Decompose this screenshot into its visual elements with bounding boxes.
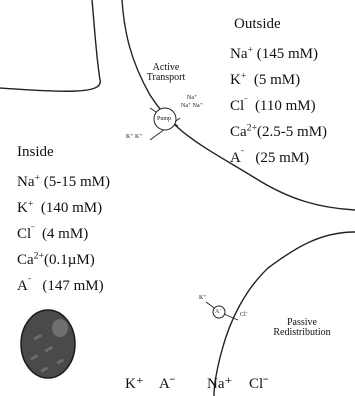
pump-na-out-2: Na⁺ Na⁺ [181,103,203,109]
inside-ion-ca: Ca2+(0.1µM) [17,253,95,268]
inside-ion-cl: Clˉ (4 mM) [17,227,88,242]
inside-title: Inside [17,145,54,160]
nucleus [21,310,75,378]
bottom-a: Aˉ [159,377,175,392]
bottom-cl: Clˉ [249,377,268,392]
outside-ion-ca: Ca2+(2.5-5 mM) [230,125,327,140]
outside-ion-na: Na+ (145 mM) [230,47,318,62]
outside-ion-cl: Clˉ (110 mM) [230,99,316,114]
passive-k-label: K⁺ [199,295,207,301]
inside-ion-a: Aˉ (147 mM) [17,279,104,294]
outside-title: Outside [234,17,281,32]
inside-ion-na: Na+ (5-15 mM) [17,175,110,190]
passive-channel-label: Aˉ [215,309,221,315]
inside-ion-k: K+ (140 mM) [17,201,102,216]
outside-ion-a: Aˉ (25 mM) [230,151,309,166]
pump-label: Pump [157,116,171,122]
bottom-na: Na⁺ [207,377,232,392]
outside-ion-k: K+ (5 mM) [230,73,300,88]
active-transport-title: Active Transport [136,63,196,83]
pump-k-in: K⁺ K⁺ [126,134,143,140]
cell-membrane-left [0,0,100,91]
nucleolus [52,319,68,337]
passive-redistribution-title: Passive Redistribution [262,318,342,338]
pump-na-out-1: Na⁺ [187,95,197,101]
cell-membrane-axon [214,232,355,396]
bottom-k: K⁺ [125,377,144,392]
passive-arrow-cl [224,314,238,320]
passive-cl-label: Clˉ [240,312,248,318]
